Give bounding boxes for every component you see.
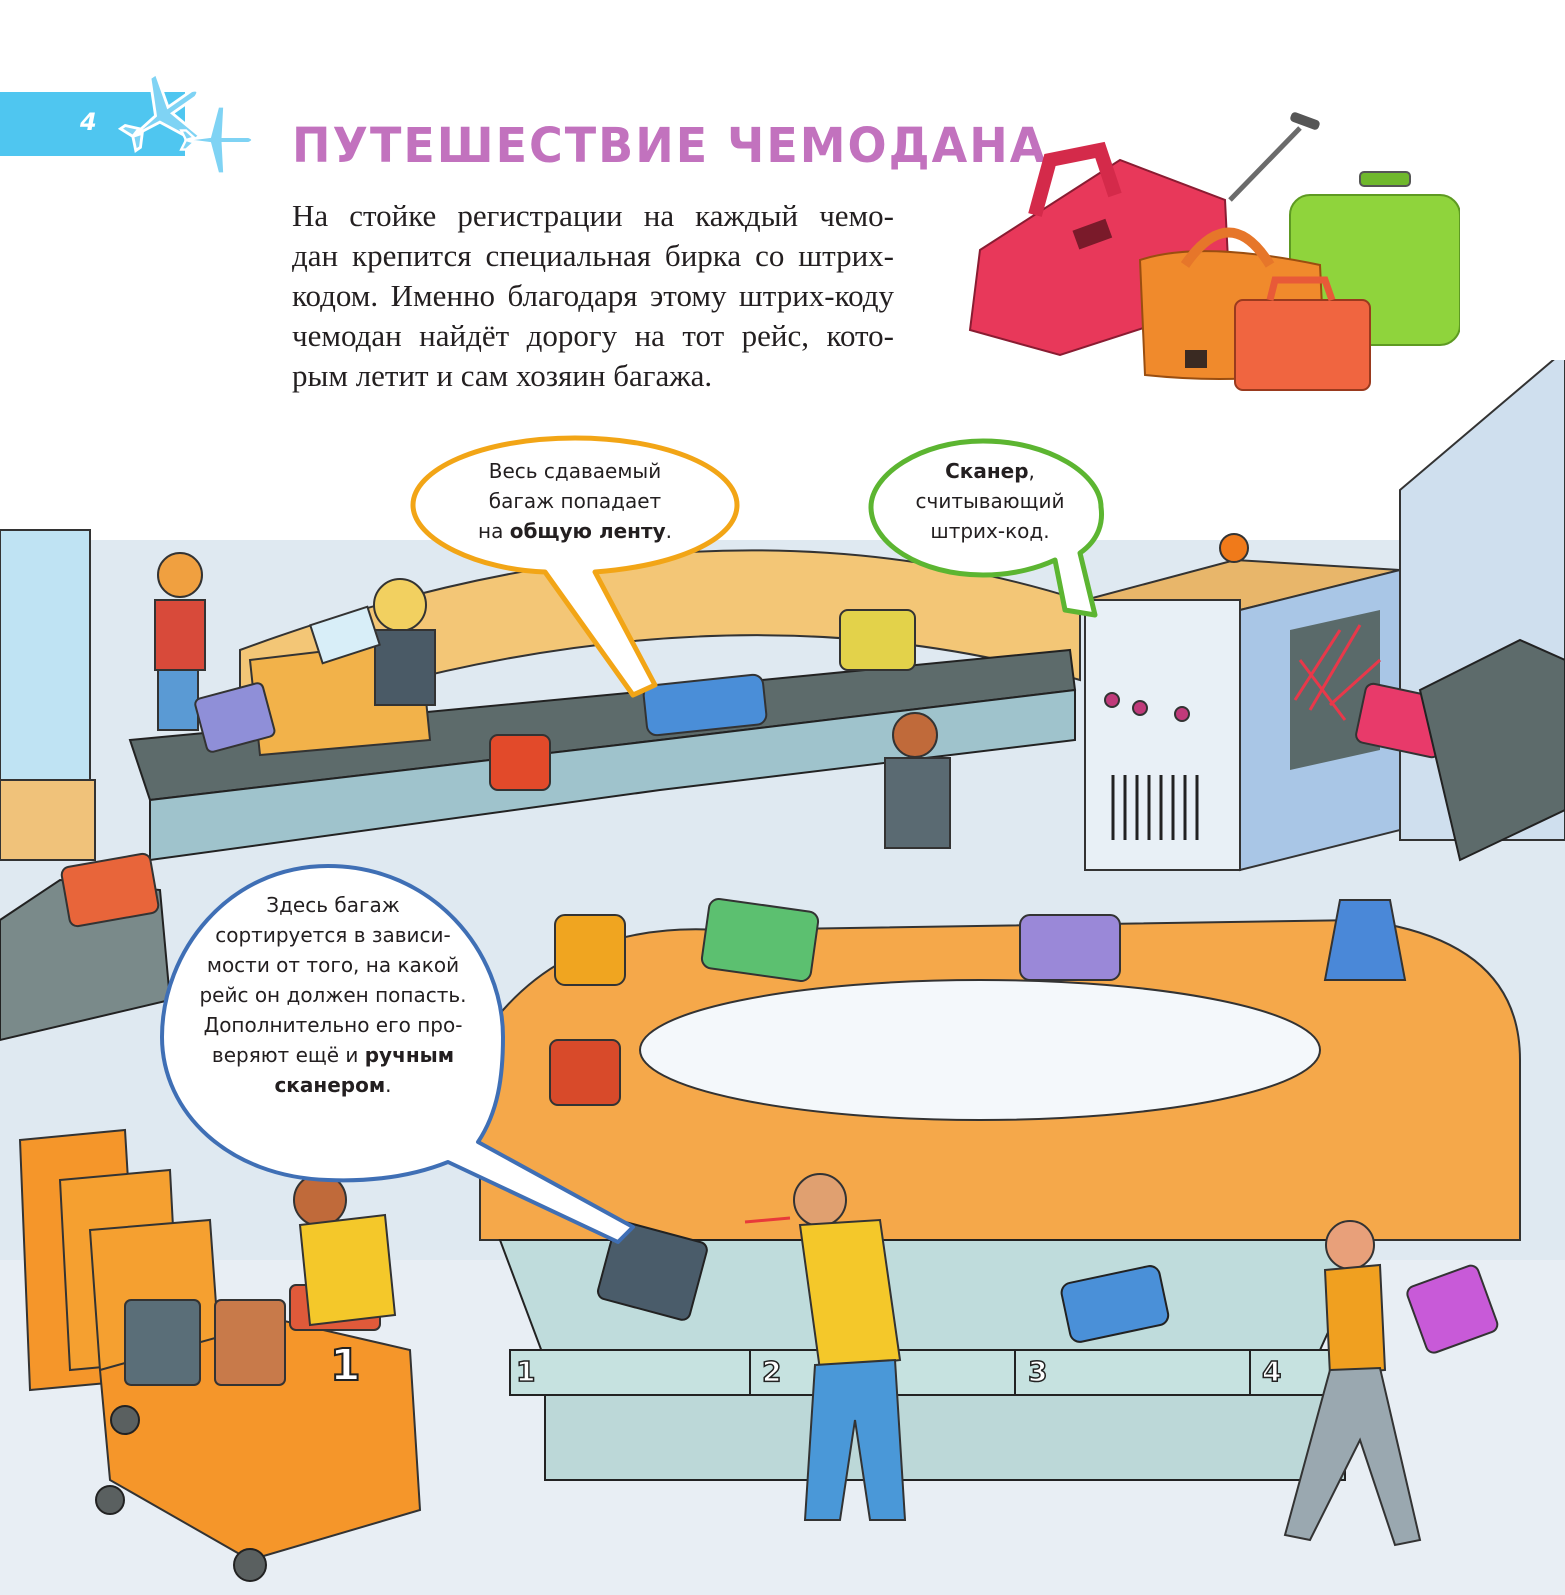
sorting-bin-number: 4 (1261, 1354, 1282, 1389)
page-number: 4 (80, 108, 97, 136)
airplane-icon (179, 105, 254, 175)
page-title: ПУТЕШЕСТВИЕ ЧЕМОДАНА (292, 116, 1048, 174)
intro-paragraph: На стойке регистрации на каждый чемо- да… (292, 196, 894, 396)
intro-line: кодом. Именно благодаря этому штрих-коду (292, 278, 894, 313)
belt-callout-text: Весь сдаваемый багаж попадает на общую л… (478, 459, 672, 543)
baggage-hall-illustration (0, 360, 1565, 1595)
sorting-bin-number: 3 (1027, 1354, 1048, 1389)
intro-line: На стойке регистрации на каждый чемо- (292, 198, 894, 233)
sorting-bin-number: 2 (761, 1354, 782, 1389)
intro-line: чемодан найдёт дорогу на тот рейс, кото- (292, 318, 894, 353)
airplane-icon (118, 71, 203, 153)
intro-line: рым летит и сам хозяин багажа. (292, 358, 713, 393)
speech-bubble-sorting (160, 864, 635, 1244)
speech-bubble-belt (410, 435, 740, 698)
luggage-pile-illustration (968, 112, 1460, 391)
sorting-bin-number: 1 (515, 1354, 536, 1389)
sorting-callout-text: Здесь багаж сортируется в зависи- мости … (199, 893, 467, 1097)
speech-bubble-scanner (868, 438, 1104, 618)
scanner-callout-text: Сканер, считывающий штрих-код. (915, 459, 1065, 543)
cart-number: 1 (329, 1339, 362, 1392)
intro-line: дан крепится специальная бирка со штрих- (292, 238, 894, 273)
